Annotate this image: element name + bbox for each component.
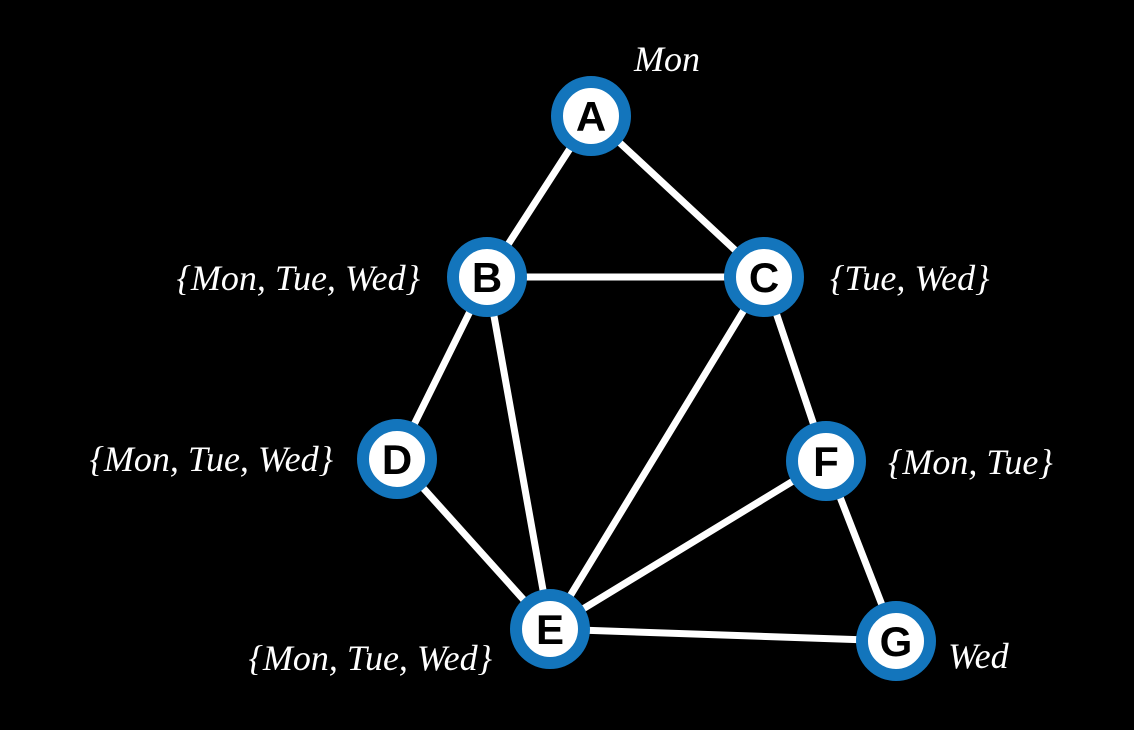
node-letter-A: A [576, 93, 606, 140]
node-days-label-A: Mon [633, 39, 700, 79]
node-E: E [510, 589, 590, 669]
node-circle-B [447, 237, 527, 317]
node-days-label-C: {Tue, Wed} [830, 258, 990, 298]
node-F: F [786, 421, 866, 501]
node-letter-B: B [472, 254, 502, 301]
node-circle-C [724, 237, 804, 317]
node-days-label-B: {Mon, Tue, Wed} [177, 258, 421, 298]
node-circle-D [357, 419, 437, 499]
node-A: A [551, 76, 631, 156]
node-letter-D: D [382, 436, 412, 483]
node-C: C [724, 237, 804, 317]
node-circle-E [510, 589, 590, 669]
node-days-label-F: {Mon, Tue} [888, 442, 1053, 482]
node-D: D [357, 419, 437, 499]
node-circle-F [786, 421, 866, 501]
node-G: G [856, 601, 936, 681]
edge-E-F [546, 457, 830, 633]
node-letter-C: C [749, 254, 779, 301]
node-B: B [447, 237, 527, 317]
node-circle-A [551, 76, 631, 156]
node-letter-F: F [813, 438, 839, 485]
node-days-label-D: {Mon, Tue, Wed} [90, 439, 334, 479]
node-letter-E: E [536, 606, 564, 653]
edge-E-G [546, 625, 900, 645]
node-days-label-E: {Mon, Tue, Wed} [249, 638, 493, 678]
edge-C-E [546, 273, 768, 633]
node-letter-G: G [880, 618, 913, 665]
edge-B-E [483, 273, 554, 633]
node-circle-G [856, 601, 936, 681]
node-days-label-G: Wed [948, 636, 1010, 676]
